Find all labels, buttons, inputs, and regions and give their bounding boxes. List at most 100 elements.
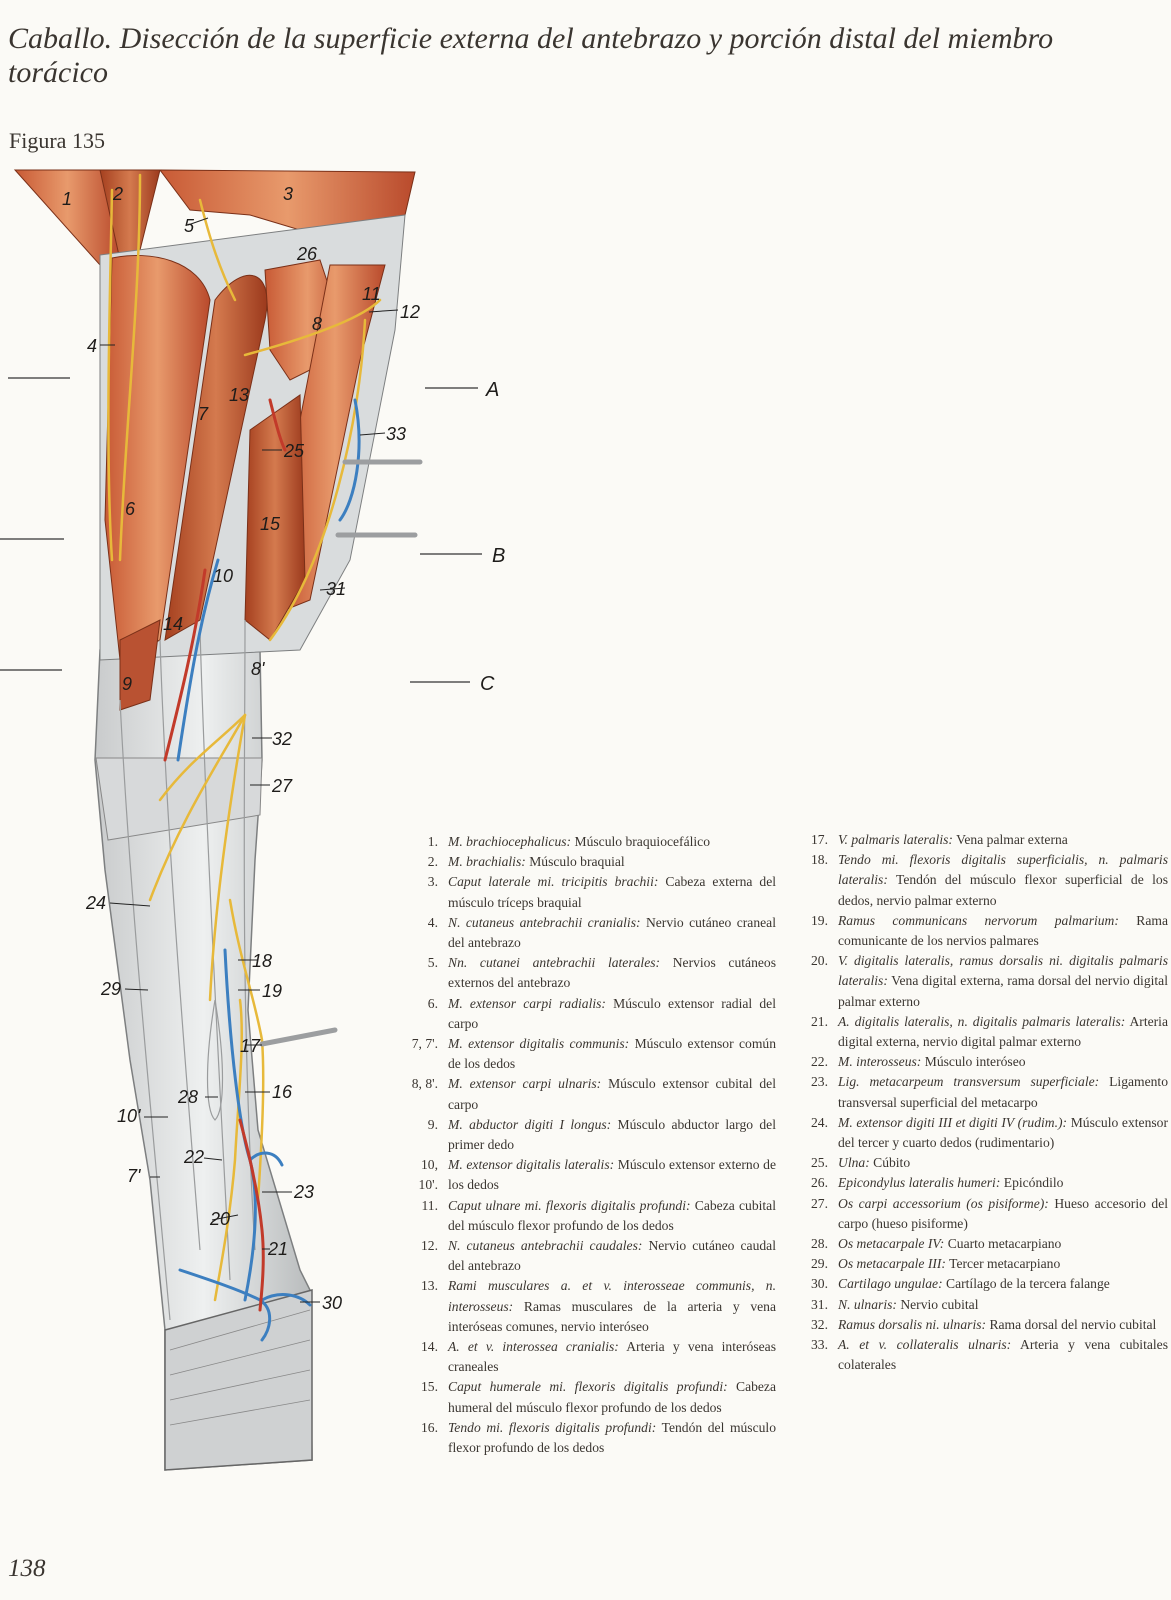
legend-latin-term: Lig. metacarpeum transversum superficial…	[838, 1074, 1100, 1090]
anatomical-illustration: A B C 1 2 3 4 5 6 7 7' 8 8' 9 10 10' 11 …	[0, 169, 505, 1471]
figure-label-31: 31	[326, 579, 346, 599]
legend-latin-term: Tendo mi. flexoris digitalis profundi:	[448, 1419, 657, 1435]
legend-translation: Cartílago de la tercera falange	[946, 1276, 1110, 1292]
legend-number: 17.	[811, 832, 828, 847]
legend-translation: Arteria y vena interóseas craneales	[448, 1339, 776, 1375]
figure-label-33: 33	[386, 424, 406, 444]
figure-label-32: 32	[272, 729, 292, 749]
figure-label-8: 8	[312, 314, 322, 334]
legend-number: 27.	[811, 1195, 828, 1211]
figure-label-7: 7	[198, 404, 209, 424]
legend-number: 12.	[421, 1238, 438, 1254]
figure-label-18: 18	[252, 951, 272, 971]
legend-translation: Tendón del músculo flexor superficial de…	[838, 872, 1168, 908]
legend-item: 22.M. interosseus: Músculo interóseo	[800, 1052, 1168, 1072]
legend-item: 12. N. cutaneus antebrachii caudales: Ner…	[404, 1236, 776, 1276]
figure-label-10: 10	[213, 566, 233, 586]
figure-label-12: 12	[400, 302, 420, 322]
legend-latin-term: Os metacarpale IV:	[838, 1236, 945, 1252]
legend-text: A. et v. collateralis ulnaris: Arteria y…	[838, 1335, 1168, 1375]
figure-label-7p: 7'	[127, 1166, 141, 1186]
legend-translation: Tercer metacarpiano	[949, 1256, 1061, 1272]
legend-latin-term: Epicondylus lateralis humeri:	[838, 1175, 1001, 1191]
legend-number: 30.	[811, 1276, 828, 1292]
legend-item: 7, 7'.M. extensor digitalis communis: Mú…	[404, 1034, 776, 1074]
legend-translation: Vena palmar externa	[956, 832, 1068, 847]
legend-number: 22.	[811, 1054, 828, 1070]
legend-item: 23. Lig. metacarpeum transversum superfic…	[800, 1072, 1168, 1112]
carpal-fascia	[95, 757, 263, 841]
figure-label-25: 25	[283, 441, 305, 461]
legend-translation: Cuarto metacarpiano	[947, 1236, 1062, 1252]
legend-text: M. abductor digiti I longus: Músculo abd…	[448, 1115, 776, 1155]
legend-translation: Arteria y vena cubitales colaterales	[838, 1337, 1168, 1373]
legend-number: 33.	[811, 1337, 828, 1353]
level-b-label: B	[492, 545, 505, 567]
legend-latin-term: Caput humerale mi. flexoris digitalis pr…	[448, 1379, 728, 1395]
legend-number: 7, 7'.	[411, 1036, 438, 1052]
legend-number: 6.	[427, 995, 438, 1011]
legend-item: 33. A. et v. collateralis ulnaris: Arteri…	[800, 1335, 1168, 1375]
legend-item: 29.Os metacarpale III: Tercer metacarpia…	[800, 1254, 1168, 1274]
figure-label-27: 27	[271, 776, 293, 796]
legend-text: V. palmaris lateralis: Vena palmar exter…	[838, 830, 1168, 850]
figure-label-5: 5	[184, 216, 195, 236]
legend-item: 31.N. ulnaris: Nervio cubital	[800, 1295, 1168, 1315]
figure-label-17: 17	[240, 1036, 261, 1056]
flexor-humeral-head	[244, 394, 306, 641]
legend-item: 21.A. digitalis lateralis, n. digitalis …	[800, 1012, 1168, 1052]
legend-text: Caput ulnare mi. flexoris digitalis prof…	[448, 1196, 776, 1236]
figure-label-29: 29	[100, 979, 121, 999]
legend-item: 3.Caput laterale mi. tricipitis brachii:…	[404, 872, 776, 912]
legend-text: Tendo mi. flexoris digitalis superficial…	[838, 850, 1168, 911]
legend-text: M. brachialis: Músculo braquial	[448, 852, 776, 872]
figure-label-8p: 8'	[251, 659, 265, 679]
legend-latin-term: M. extensor digitalis communis:	[448, 1036, 630, 1052]
legend-translation: Ramas musculares de la arteria y vena in…	[448, 1298, 776, 1334]
legend-translation: Músculo braquiocefálico	[574, 834, 710, 849]
legend-item: 18.Tendo mi. flexoris digitalis superfic…	[800, 850, 1168, 911]
legend-text: N. cutaneus antebrachii caudales: Nervio…	[448, 1236, 776, 1276]
legend-number: 14.	[421, 1339, 438, 1355]
legend-latin-term: Nn. cutanei antebrachii laterales:	[448, 955, 661, 971]
legend-number: 9.	[427, 1116, 438, 1132]
legend-number: 25.	[811, 1155, 828, 1171]
figure-label-10p: 10'	[117, 1106, 141, 1126]
legend-text: Epicondylus lateralis humeri: Epicóndilo	[838, 1173, 1168, 1193]
legend-translation: Nervio cutáneo craneal del antebrazo	[448, 914, 776, 951]
legend-number: 11.	[421, 1197, 439, 1213]
figure-label-19: 19	[262, 981, 282, 1001]
legend-number: 13.	[421, 1278, 438, 1294]
legend-latin-term: A. et v. collateralis ulnaris:	[838, 1337, 1012, 1353]
legend-text: M. extensor digiti III et digiti IV (rud…	[838, 1113, 1168, 1153]
legend-left: 1.M. brachiocephalicus: Músculo braquioc…	[404, 832, 776, 1458]
figure-label-2: 2	[112, 184, 123, 204]
legend-number: 5.	[427, 955, 438, 971]
legend-number: 3.	[427, 874, 438, 890]
legend-translation: Músculo extensor externo de los dedos	[448, 1157, 776, 1193]
legend-number: 10, 10'.	[418, 1157, 438, 1193]
legend-item: 15.Caput humerale mi. flexoris digitalis…	[404, 1377, 776, 1417]
legend-translation: Epicóndilo	[1003, 1175, 1064, 1191]
legend-latin-term: M. brachialis:	[448, 854, 526, 870]
legend-item: 30.Cartilago ungulae: Cartílago de la te…	[800, 1274, 1168, 1294]
figure-label-26: 26	[296, 244, 318, 264]
legend-latin-term: Tendo mi. flexoris digitalis superficial…	[838, 852, 1168, 888]
legend-latin-term: Os metacarpale III:	[838, 1256, 946, 1272]
legend-text: A. et v. interossea cranialis: Arteria y…	[448, 1337, 776, 1377]
legend-item: 16.Tendo mi. flexoris digitalis profundi…	[404, 1418, 776, 1458]
legend-translation: Músculo extensor radial del carpo	[448, 995, 776, 1031]
figure-label-30: 30	[322, 1293, 342, 1313]
legend-number: 23.	[811, 1074, 828, 1090]
legend-number: 4.	[427, 914, 438, 930]
figure-label-1: 1	[62, 189, 72, 209]
legend-number: 20.	[811, 953, 828, 969]
legend-text: M. extensor carpi ulnaris: Músculo exten…	[448, 1074, 776, 1114]
legend-translation: Nervio cubital	[900, 1296, 979, 1312]
legend-latin-term: N. cutaneus antebrachii cranialis:	[448, 914, 641, 930]
legend-text: M. extensor carpi radialis: Músculo exte…	[448, 994, 776, 1034]
legend-translation: Cabeza cubital del músculo flexor profun…	[448, 1197, 776, 1233]
legend-latin-term: A. digitalis lateralis, n. digitalis pal…	[838, 1013, 1126, 1029]
legend-text: Os metacarpale III: Tercer metacarpiano	[838, 1254, 1168, 1274]
legend-text: A. digitalis lateralis, n. digitalis pal…	[838, 1012, 1168, 1052]
